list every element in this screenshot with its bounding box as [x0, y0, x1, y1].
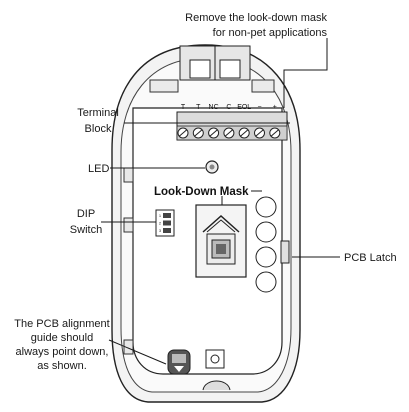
terminal-screw-slot [209, 129, 218, 137]
terminal-screw-slot [255, 129, 264, 137]
terminal-label: EOL [237, 104, 251, 111]
pcb-latch [280, 240, 290, 264]
terminal-screw-slot [179, 129, 187, 137]
svg-text:for non-pet applications: for non-pet applications [213, 27, 328, 39]
callout-look-down-mask: Look-Down Mask [154, 186, 249, 198]
terminal-label: T [196, 104, 201, 111]
dip-toggle [163, 228, 171, 233]
svg-text:Switch: Switch [70, 224, 102, 236]
callout-led: LED [88, 163, 109, 175]
screw-hole [205, 349, 225, 369]
callout-mask-removal: Remove the look-down mask for non-pet ap… [185, 12, 327, 39]
svg-text:Block: Block [85, 123, 112, 135]
callout-pcb-latch: PCB Latch [344, 252, 397, 264]
svg-text:Remove the look-down mask: Remove the look-down mask [185, 12, 327, 24]
terminal-screw-slot [240, 129, 249, 137]
dip-toggle [163, 220, 171, 226]
callout-dip-switch: DIP Switch [70, 208, 102, 236]
svg-text:always point down,: always point down, [16, 346, 109, 358]
svg-text:guide should: guide should [31, 332, 93, 344]
pcb-alignment-guide [167, 349, 191, 375]
terminal-label: NC [209, 104, 219, 111]
mask-mount [149, 45, 275, 93]
bottom-tab [202, 380, 231, 391]
terminal-label: + [273, 104, 277, 111]
terminal-screws [177, 127, 281, 139]
callout-alignment-guide: The PCB alignment guide should always po… [14, 318, 109, 372]
svg-text:DIP: DIP [77, 208, 95, 220]
svg-text:Terminal: Terminal [77, 107, 119, 119]
terminal-screw-slot [225, 129, 233, 137]
callout-terminal-block: Terminal Block [77, 107, 119, 135]
terminal-screw-slot [194, 129, 203, 137]
dip-toggle [163, 213, 171, 218]
terminal-label: − [257, 104, 261, 111]
leader-lines [101, 38, 340, 365]
terminal-labels: T T NC C EOL− + [181, 104, 277, 111]
svg-text:The PCB alignment: The PCB alignment [14, 318, 109, 330]
look-down-mask [195, 204, 247, 278]
dip-mark: 1 [159, 213, 162, 218]
terminal-label: T [181, 104, 186, 111]
terminal-screw-slot [270, 129, 279, 137]
wire-knockouts [255, 196, 277, 293]
terminal-label: C [226, 104, 231, 111]
svg-text:as shown.: as shown. [37, 360, 87, 372]
dip-mark: 2 [159, 221, 162, 226]
dip-switch-marks: 1 2 3 [159, 213, 171, 233]
led-indicator [205, 160, 219, 174]
dip-mark: 3 [159, 228, 162, 233]
